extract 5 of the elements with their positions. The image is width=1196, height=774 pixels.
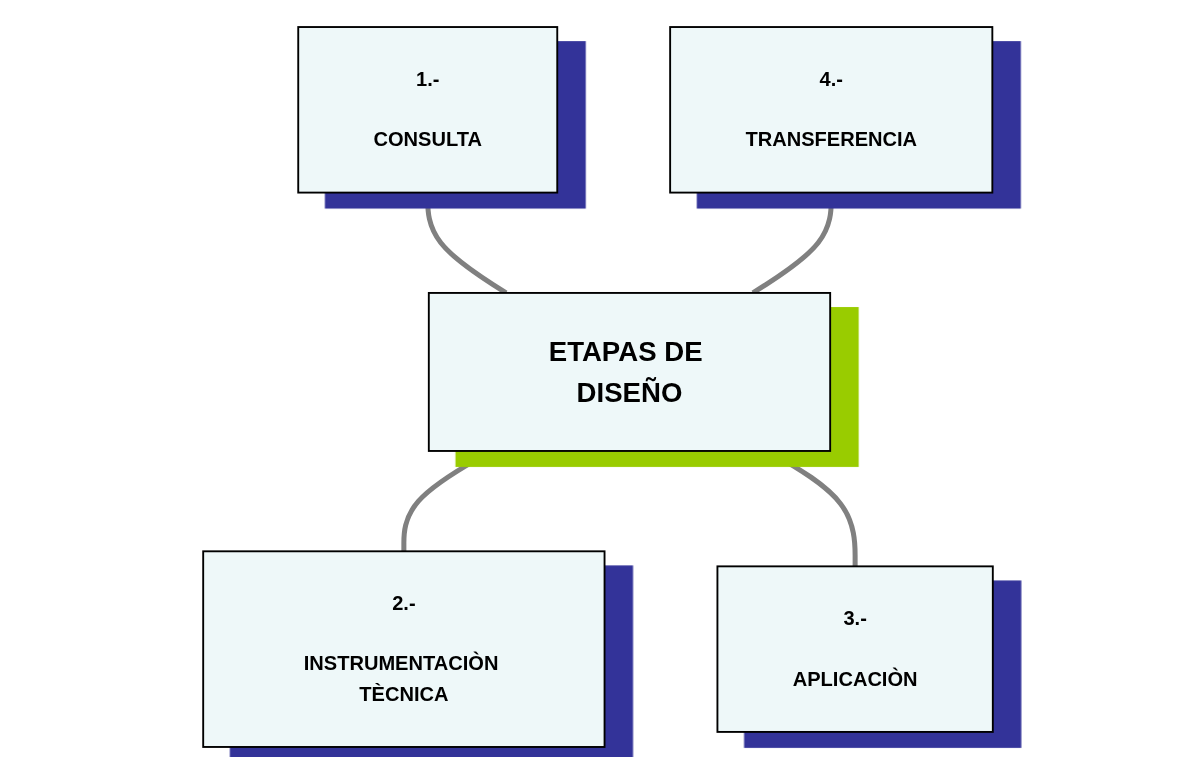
node-box: 2.- INSTRUMENTACIÒN TÈCNICA — [202, 550, 606, 748]
node-box: 1.- CONSULTA — [297, 26, 559, 194]
node-box: 3.- APLICACIÒN — [716, 565, 994, 733]
node-box: ETAPAS DE DISEÑO — [427, 292, 832, 452]
node-box: 4.- TRANSFERENCIA — [669, 26, 994, 194]
